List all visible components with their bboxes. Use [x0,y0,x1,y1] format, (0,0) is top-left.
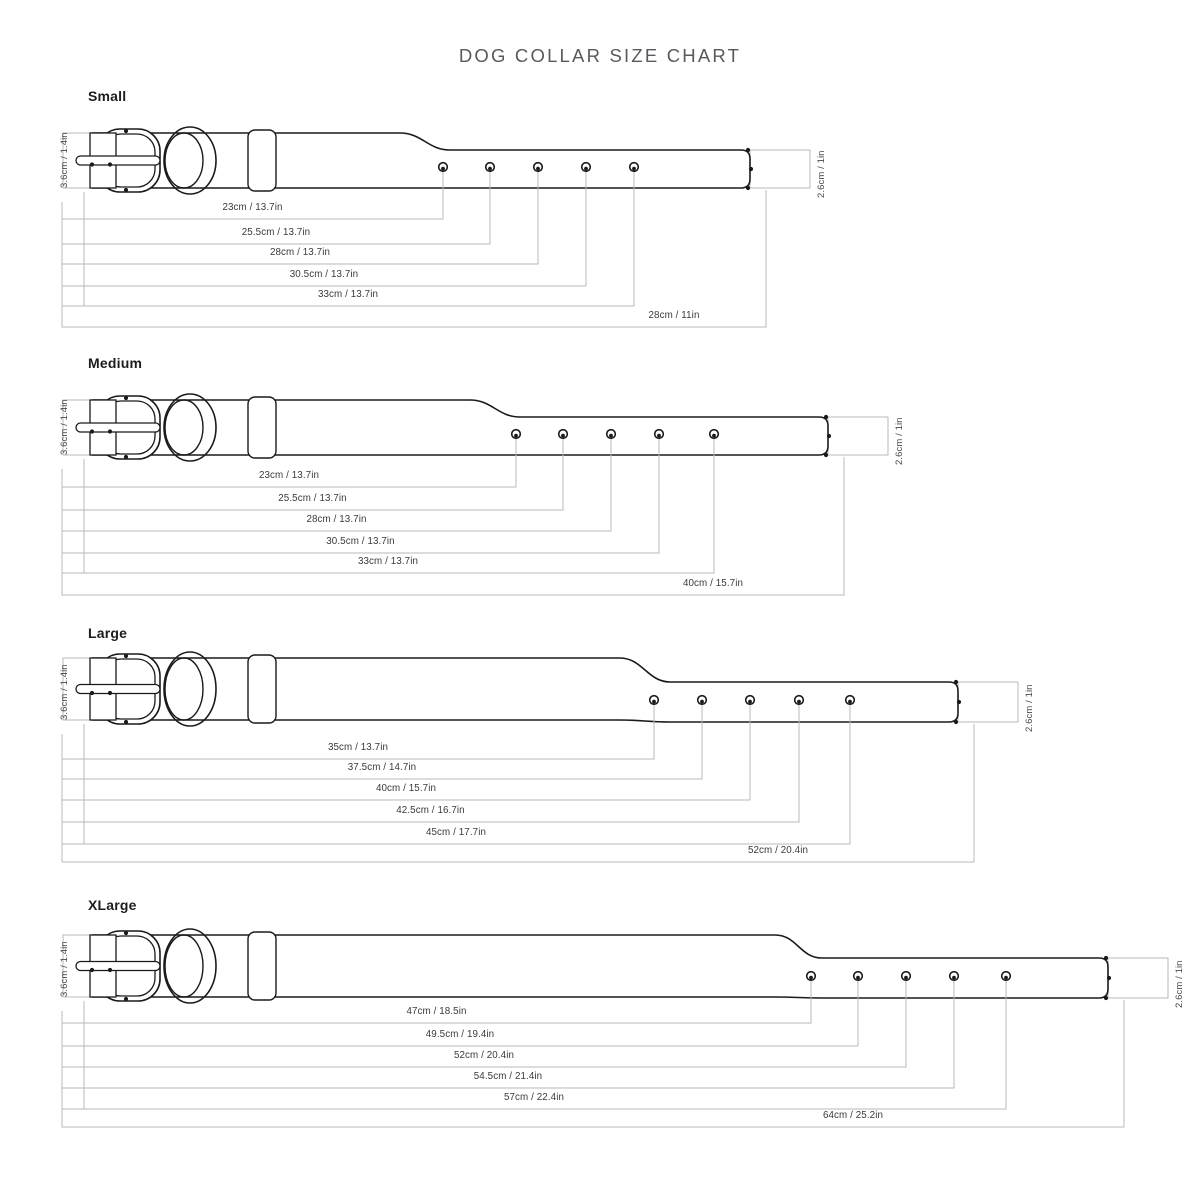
hole-dimension-label: 35cm / 13.7in [327,742,389,753]
hole-dimension-label: 28cm / 13.7in [269,247,331,258]
height-dimension-label: 3.6cm / 1.4in [59,941,70,997]
hole-dimension-label: 49.5cm / 19.4in [425,1029,495,1040]
hole-dimension-label: 52cm / 20.4in [453,1050,515,1061]
tip-dimension-label: 2.6cm / 1in [816,150,827,198]
hole-dimension-label: 30.5cm / 13.7in [326,536,395,547]
section-heading-xlarge: XLarge [88,897,137,913]
hole-dimension-label: 45cm / 17.7in [425,827,487,838]
hole-dimension-label: 25.5cm / 13.7in [278,493,347,504]
hole-dimension-label: 33cm / 13.7in [317,289,379,300]
hole-dimension-label: 30.5cm / 13.7in [289,269,359,280]
collar-diagram-small [61,126,811,328]
total-length-label: 40cm / 15.7in [682,578,744,589]
total-length-label: 28cm / 11in [648,310,700,321]
collar-diagram-large [61,651,1019,863]
hole-dimension-label: 28cm / 13.7in [306,514,367,525]
section-heading-medium: Medium [88,355,143,371]
collar-diagram-medium [61,393,889,596]
hole-dimension-label: 40cm / 15.7in [375,783,437,794]
hole-dimension-label: 25.5cm / 13.7in [241,227,311,238]
tip-dimension-label: 2.6cm / 1in [894,417,905,465]
hole-dimension-label: 33cm / 13.7in [357,556,419,567]
hole-dimension-label: 47cm / 18.5in [406,1006,467,1017]
hole-dimension-label: 54.5cm / 21.4in [473,1071,543,1082]
height-dimension-label: 3.6cm / 1.4in [59,664,70,720]
page-title: DOG COLLAR SIZE CHART [458,45,742,66]
section-heading-large: Large [88,625,128,641]
hole-dimension-label: 57cm / 22.4in [503,1092,565,1103]
section-heading-small: Small [88,88,127,104]
total-length-label: 52cm / 20.4in [747,845,809,856]
height-dimension-label: 3.6cm / 1.4in [59,399,70,455]
hole-dimension-label: 23cm / 13.7in [258,470,320,481]
hole-dimension-label: 23cm / 13.7in [222,202,283,213]
total-length-label: 64cm / 25.2in [822,1110,884,1121]
tip-dimension-label: 2.6cm / 1in [1024,684,1035,732]
hole-dimension-label: 42.5cm / 16.7in [396,805,465,816]
hole-dimension-label: 37.5cm / 14.7in [347,762,417,773]
collar-diagram-xlarge [61,928,1169,1128]
height-dimension-label: 3.6cm / 1.4in [59,132,70,188]
tip-dimension-label: 2.6cm / 1in [1174,960,1185,1008]
